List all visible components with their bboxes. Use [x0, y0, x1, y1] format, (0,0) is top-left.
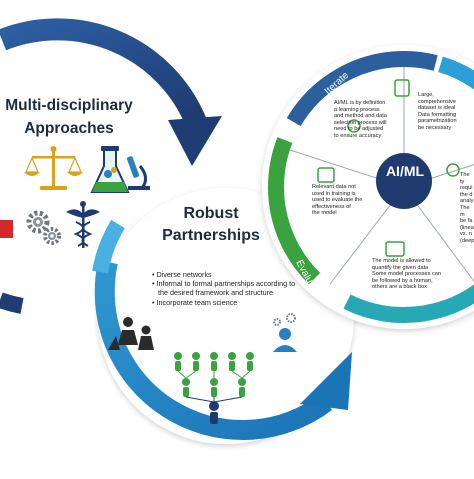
iterate-icon — [347, 119, 361, 133]
bullet-item: • Incorporate team science — [152, 297, 238, 307]
middle-cycle-arrow-arc — [94, 259, 333, 440]
microscope-icon — [126, 156, 150, 190]
data-icon — [394, 79, 410, 97]
network-people-icon — [174, 352, 254, 424]
caduceus-icon — [66, 201, 100, 248]
left-title: Multi-disciplinary Approaches — [0, 94, 144, 140]
red-block-icon — [0, 220, 13, 238]
scales-icon — [24, 146, 83, 190]
ai-ml-center — [376, 153, 432, 209]
train-arc — [268, 51, 474, 323]
gears-icon — [26, 210, 61, 245]
left-cycle-arrow-arc — [0, 18, 207, 127]
team-science-icon — [273, 313, 297, 352]
middle-title-line2: Partnerships — [162, 227, 260, 244]
flask-icon — [90, 146, 130, 193]
middle-title: Robust Partnerships — [146, 203, 276, 247]
left-cycle-arrow-tail — [0, 292, 24, 314]
partnership-bullets: • Diverse networks • Informal to formal … — [152, 270, 302, 307]
middle-title-line1: Robust — [183, 205, 239, 222]
bullet-item: • Diverse networks — [152, 270, 212, 279]
ai-ml-label: AI/ML — [385, 163, 425, 179]
evaluate-icon — [317, 167, 335, 183]
train-icon — [385, 241, 405, 257]
middle-cycle-arrow-start — [92, 219, 125, 274]
iterate-arc — [268, 51, 474, 323]
left-title-line2: Approaches — [24, 120, 114, 137]
ai-ml-wheel — [262, 45, 474, 329]
middle-cycle-arrow-head — [300, 352, 352, 410]
left-cycle-arrow-head — [168, 116, 222, 166]
wheel-bg — [262, 45, 474, 329]
train-label: Train — [395, 297, 420, 309]
bullet-item: • Informal to formal partnerships accord… — [152, 279, 296, 298]
left-title-line1: Multi-disciplinary — [5, 97, 133, 114]
teamwork-icon — [108, 317, 154, 350]
model-icon — [446, 163, 460, 177]
evaluate-arc — [268, 51, 474, 323]
